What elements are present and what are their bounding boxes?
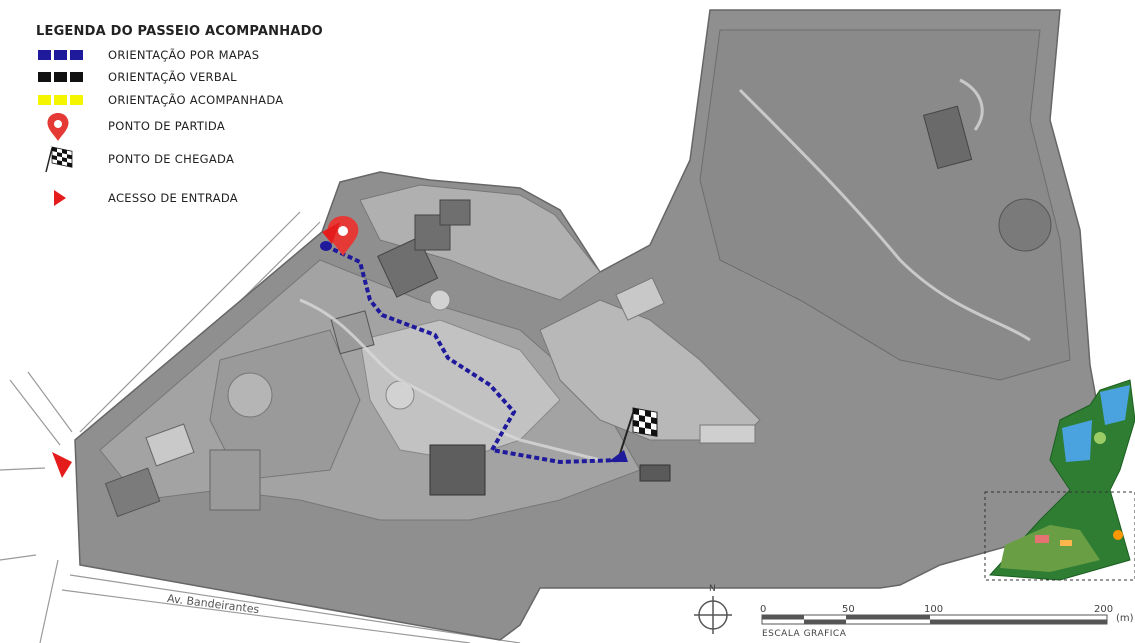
checkered-flag-icon <box>608 407 658 462</box>
legend-item-label: ORIENTAÇÃO POR MAPAS <box>108 48 260 62</box>
north-arrow-icon <box>694 596 732 634</box>
park-paths <box>299 78 1031 462</box>
blue-route-icon <box>38 50 108 60</box>
legend-item-label: ACESSO DE ENTRADA <box>108 191 238 205</box>
legend-item-entrance: ACESSO DE ENTRADA <box>38 188 238 208</box>
scale-bar <box>761 614 1108 625</box>
north-label: N <box>709 584 716 594</box>
entrance-triangle-icon <box>52 452 72 478</box>
black-route-icon <box>38 72 108 82</box>
legend-item-label: ORIENTAÇÃO ACOMPANHADA <box>108 93 284 107</box>
yellow-route-icon <box>38 95 108 105</box>
scale-tick-label: 100 <box>924 604 944 615</box>
inset-location-map <box>984 379 1135 581</box>
legend-item-map-orientation: ORIENTAÇÃO POR MAPAS <box>38 45 259 65</box>
legend-item-verbal-orientation: ORIENTAÇÃO VERBAL <box>38 67 237 87</box>
legend-item-label: PONTO DE CHEGADA <box>108 152 235 166</box>
map-pin-icon <box>38 111 108 141</box>
legend-item-start-point: PONTO DE PARTIDA <box>38 113 226 141</box>
legend-item-arrival-point: PONTO DE CHEGADA <box>38 146 235 173</box>
legend-item-label: PONTO DE PARTIDA <box>108 119 226 133</box>
route-map-orientation <box>325 244 621 465</box>
park-area <box>74 9 1111 641</box>
scale-tick-label: 50 <box>842 604 855 615</box>
checkered-flag-icon <box>38 144 108 174</box>
legend-title: LEGENDA DO PASSEIO ACOMPANHADO <box>36 24 323 39</box>
scale-tick-label: 0 <box>760 604 767 615</box>
scale-tick-label: 200 <box>1094 604 1114 615</box>
scale-unit: (m) <box>1116 613 1134 624</box>
legend-item-label: ORIENTAÇÃO VERBAL <box>108 70 237 84</box>
entrance-triangle-icon <box>322 222 340 244</box>
red-triangle-icon <box>38 188 108 208</box>
map-legend: LEGENDA DO PASSEIO ACOMPANHADO <box>36 24 336 39</box>
legend-item-accompanied-orientation: ORIENTAÇÃO ACOMPANHADA <box>38 90 283 110</box>
start-point-dot <box>320 241 332 251</box>
scale-title: ESCALA GRAFICA <box>762 629 847 639</box>
